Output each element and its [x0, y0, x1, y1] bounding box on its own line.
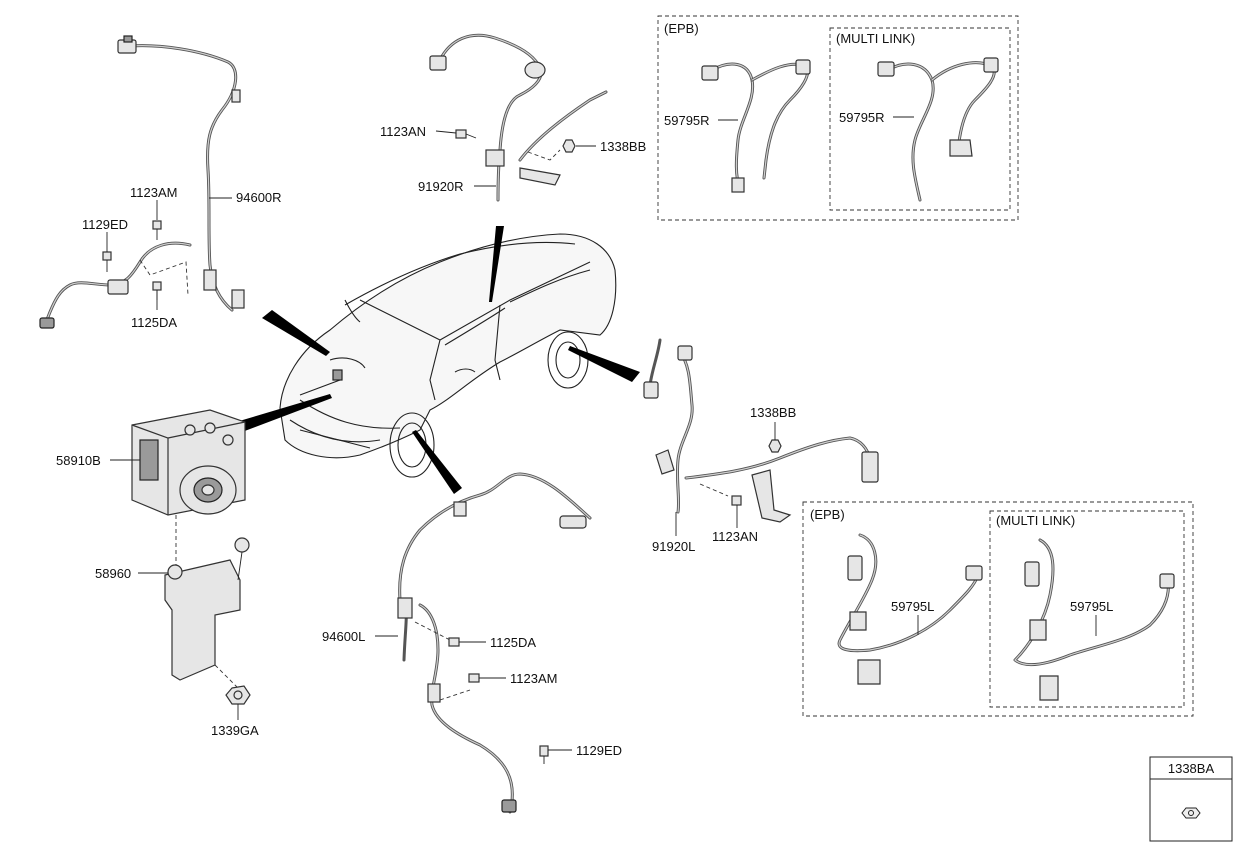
nut-icon	[1181, 807, 1201, 819]
label-1338BB-top: 1338BB	[600, 139, 646, 154]
label-94600L: 94600L	[322, 629, 365, 644]
label-59795L-multilink: 59795L	[1070, 599, 1113, 614]
label-91920R: 91920R	[418, 179, 464, 194]
label-1125DA-top: 1125DA	[131, 315, 177, 330]
harness-59795L-epb	[837, 533, 983, 685]
legend-box-1338BA: 1338BA	[1149, 756, 1233, 842]
vehicle-illustration	[279, 233, 617, 478]
harness-59795R-multilink	[877, 57, 999, 202]
pointer-wedges	[236, 226, 640, 494]
legend-part-number: 1338BA	[1168, 761, 1215, 776]
label-box-multilink-right: (MULTI LINK)	[836, 31, 915, 46]
bolt-1125DA-bot	[448, 637, 460, 647]
abs-mounting-bracket	[164, 537, 250, 689]
bolt-1123AN-top	[455, 129, 477, 139]
nut-1338BB-top	[562, 139, 576, 153]
box-multilink-left	[989, 510, 1185, 708]
box-rear-left-variants	[802, 501, 1194, 717]
bolt-1129ED-top	[102, 251, 112, 272]
leader-lines	[106, 116, 1097, 751]
label-1129ED-bot: 1129ED	[576, 743, 622, 758]
harness-59795L-multilink	[1013, 538, 1175, 701]
nut-1338BB-mid	[768, 439, 782, 453]
box-multilink-right	[829, 27, 1011, 211]
label-1123AN-top: 1123AN	[380, 124, 426, 139]
part-labels: 94600R 1123AM 1129ED 1125DA 1123AN 1338B…	[56, 21, 1113, 758]
bolt-1129ED-bot	[539, 745, 549, 764]
label-59795L-epb: 59795L	[891, 599, 934, 614]
label-91920L: 91920L	[652, 539, 695, 554]
label-box-multilink-left: (MULTI LINK)	[996, 513, 1075, 528]
label-59795R-multilink: 59795R	[839, 110, 885, 125]
nut-1339GA	[225, 685, 251, 705]
abs-location-marker	[332, 369, 343, 381]
rear-right-wheel-speed-sensor-harness	[429, 33, 608, 202]
box-rear-right-variants	[657, 15, 1019, 221]
bolt-1123AN-mid	[731, 495, 742, 506]
abs-hydraulic-unit	[131, 409, 246, 566]
bolt-1123AM-top	[152, 220, 162, 240]
label-1338BB-mid: 1338BB	[750, 405, 796, 420]
label-1339GA: 1339GA	[211, 723, 259, 738]
rear-left-wheel-speed-sensor-harness	[643, 338, 879, 523]
label-box-epb-left: (EPB)	[810, 507, 845, 522]
label-58910B: 58910B	[56, 453, 101, 468]
label-1123AM-top: 1123AM	[130, 185, 177, 200]
front-left-wheel-speed-sensor-harness	[397, 472, 592, 814]
label-1129ED-top: 1129ED	[82, 217, 128, 232]
label-59795R-epb: 59795R	[664, 113, 710, 128]
front-right-wheel-speed-sensor-harness	[39, 35, 245, 329]
label-1125DA-bot: 1125DA	[490, 635, 536, 650]
label-58960: 58960	[95, 566, 131, 581]
label-94600R: 94600R	[236, 190, 282, 205]
harness-59795R-epb	[701, 59, 811, 193]
bolt-1123AM-bot	[468, 673, 480, 683]
label-1123AM-bot: 1123AM	[510, 671, 557, 686]
label-1123AN-mid: 1123AN	[712, 529, 758, 544]
label-box-epb-right: (EPB)	[664, 21, 699, 36]
